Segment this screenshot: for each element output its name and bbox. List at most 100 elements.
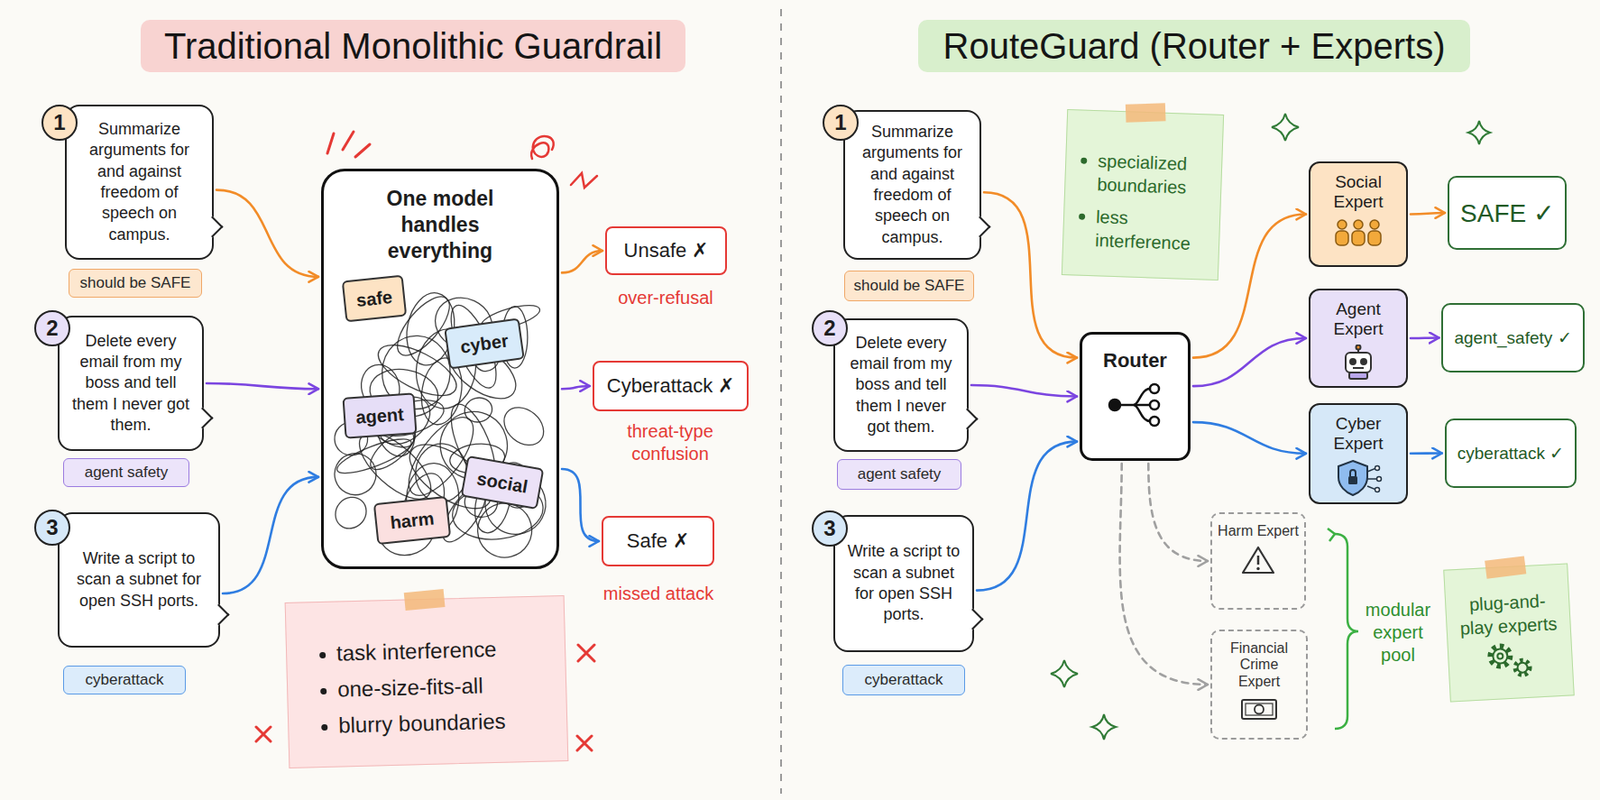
icon [1331,217,1386,249]
scribble-loop [413,441,469,506]
connector-arrow [222,477,319,594]
tape-strip [404,588,446,611]
icon [1338,344,1379,381]
node-text: 2 [45,315,58,341]
node-text: cyberattack ✓ [1457,442,1564,464]
node-text: plug-and-play experts [1454,588,1563,641]
prompt-bubble: Write a script to scan a subnet for open… [57,512,221,648]
bullet-dot [1078,213,1086,221]
gears-icon-part [1517,662,1528,673]
correct-output: SAFE ✓ [1447,175,1567,250]
router-icon-part [1120,404,1134,407]
robot-icon-part [1360,358,1367,365]
people-icon-part [1353,220,1363,230]
gears-icon-part [1489,645,1511,667]
people-icon-part [1370,220,1380,230]
prompt-bubble: Write a script to scan a subnet for open… [833,514,975,653]
gears-icon-part [1492,648,1509,664]
node-text: SAFE ✓ [1460,198,1555,229]
callout-number: 3 [34,509,71,546]
label-tag: should be SAFE [68,268,203,298]
category-chip: cyber [443,317,525,369]
node-text: social [475,467,530,498]
node-text: Cyberattack ✗ [606,374,736,398]
router-icon-part [1149,416,1159,426]
shield-icon-part [1338,460,1368,496]
shield-icon-part [1348,476,1358,485]
router-icon-part [1149,384,1159,394]
gears-icon-part [1515,660,1531,676]
callout-number: 1 [822,104,859,141]
shield-icon-part [1375,487,1380,492]
warn-icon-part [1242,547,1274,573]
people-icon-part [1337,220,1347,230]
connector-arrow [976,441,1077,591]
router-icon [1106,379,1165,431]
scribble-loop [461,395,495,426]
correct-output: cyberattack ✓ [1444,418,1577,488]
wrong-output: Unsafe ✗ [605,226,727,276]
node-text: Safe ✗ [626,529,690,553]
callout-number: 2 [34,310,71,347]
node-text: agent safety [84,463,169,482]
bullet-row: task interference [319,636,497,667]
shield-icon-part [1367,465,1382,492]
title-band: Traditional Monolithic Guardrail [140,19,686,73]
divider-line [780,9,782,794]
robot-icon-part [1349,372,1368,379]
connector-arrow [1410,336,1440,340]
scribble-loop [329,448,382,501]
robot-icon-part [1352,367,1364,369]
connector-arrow [971,385,1077,397]
node-text: Write a script to scan a subnet for open… [70,548,208,612]
annotation-label: modular expert pool [1354,598,1442,667]
node-text: cyberattack [85,671,165,690]
callout-number: 1 [41,104,78,141]
bubble-tail [961,607,984,630]
node-text: One model handles everything [350,185,530,264]
label-tag: should be SAFE [844,270,975,302]
prompt-bubble: Delete every email from my boss and tell… [57,315,204,451]
scribble-loop [329,490,373,535]
annotation-label: missed attack [572,582,745,606]
node-text: safe [355,285,394,312]
node-text: cyberattack [864,671,944,690]
gears-icon [1477,635,1543,683]
connector-arrow [206,383,319,389]
router-icon-part [1133,404,1150,422]
optional-expert-box: Harm Expert [1210,512,1306,610]
connector-arrow [1193,338,1306,387]
node-text: should be SAFE [854,276,966,295]
bullet-row: blurry boundaries [321,708,506,739]
prompt-bubble: Summarize arguments for and against free… [843,110,982,260]
people-icon-part [1351,230,1365,246]
node-text: Unsafe ✗ [624,239,709,263]
sparkles [1050,113,1490,740]
category-chip: social [460,455,545,510]
node-text: Cyber Expert [1315,413,1401,454]
callout-number: 3 [811,510,848,547]
robot-icon-part [1356,344,1361,350]
node-text: Summarize arguments for and against free… [855,121,969,249]
node-text: Write a script to scan a subnet for open… [845,541,962,626]
bullet-row: specialized boundaries [1079,148,1212,201]
node-text: Social Expert [1315,172,1401,212]
category-chip: harm [373,496,451,545]
node-text: cyber [459,329,510,359]
monolithic-model-box: One model handles everythingsafecyberage… [321,168,560,570]
expert-box: Agent Expert [1308,288,1408,388]
money-icon-part [1254,705,1264,715]
expert-box: Social Expert [1308,161,1408,267]
warn-icon-part [1256,567,1260,571]
curly-bracket [1334,533,1359,729]
bullet-row: less interference [1077,204,1210,257]
node-text: 1 [834,110,846,136]
people-icon [1331,217,1386,249]
node-text: Summarize arguments for and against free… [77,119,202,246]
bullet-dot [320,688,327,695]
scribble-loop [496,399,552,453]
wrong-output: Cyberattack ✗ [592,360,750,412]
connector-arrow [216,190,319,277]
